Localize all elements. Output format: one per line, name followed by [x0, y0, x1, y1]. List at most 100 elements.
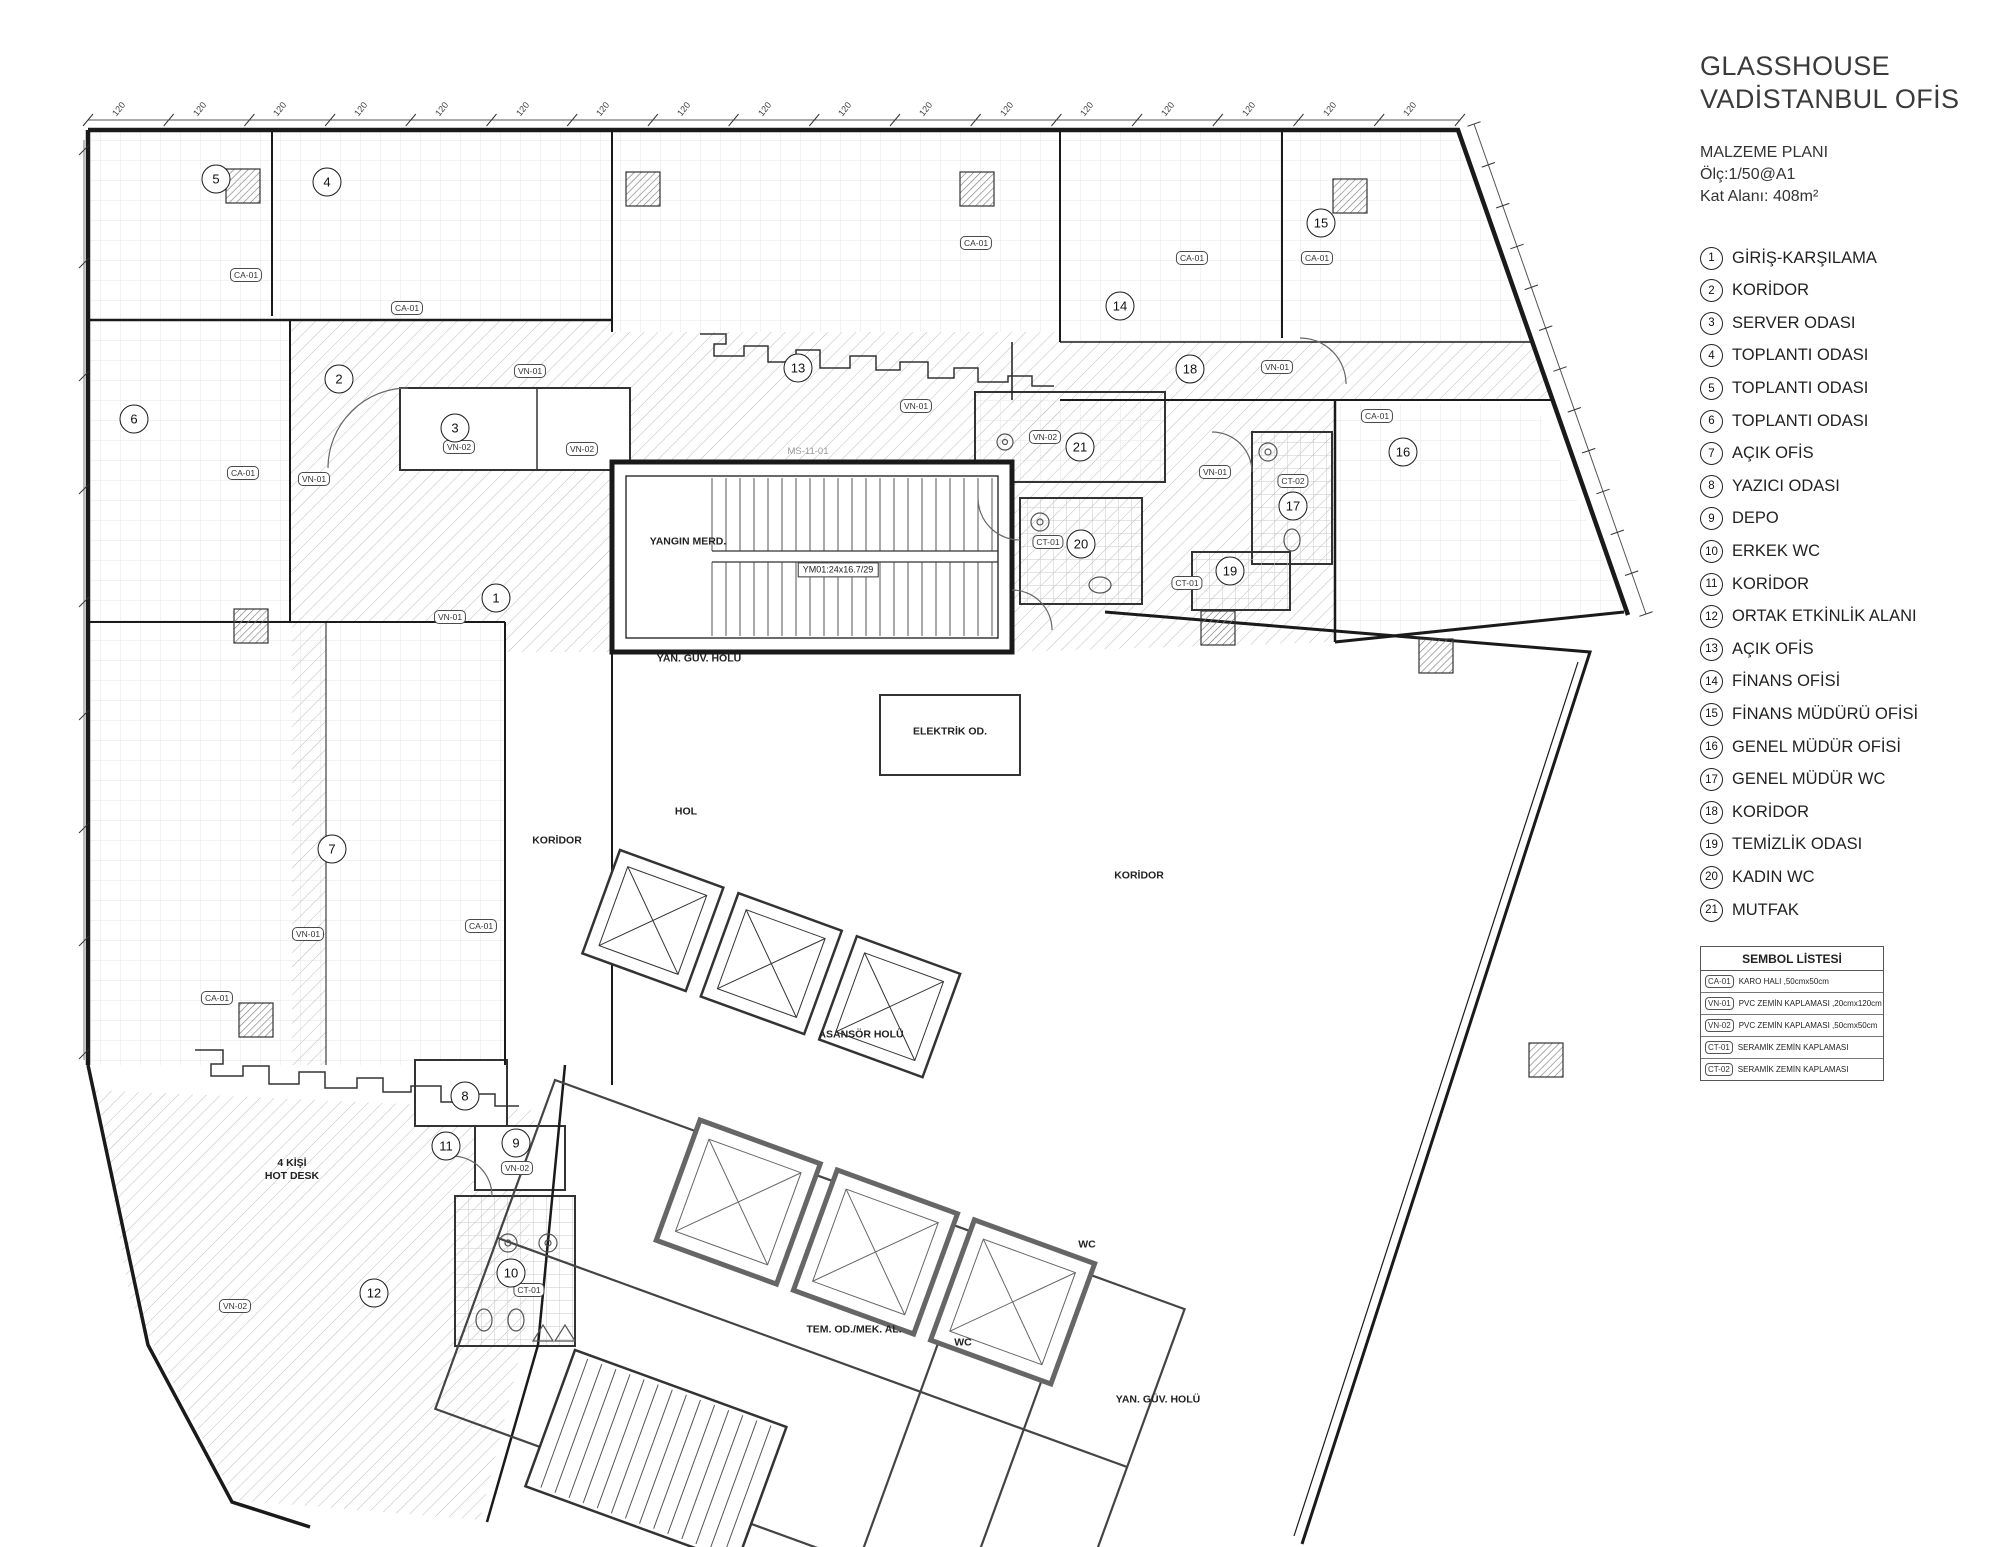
symbol-description: SERAMİK ZEMİN KAPLAMASI — [1737, 1043, 1849, 1053]
legend-item-21: 21 MUTFAK — [1700, 894, 1990, 927]
legend-item-3: 3 SERVER ODASI — [1700, 307, 1990, 340]
elevator-bank-upper — [580, 848, 962, 1079]
legend-item-number: 7 — [1700, 442, 1723, 466]
legend-item-12: 12 ORTAK ETKİNLİK ALANI — [1700, 600, 1990, 633]
legend-item-label: KADIN WC — [1732, 867, 1815, 886]
legend-item-label: TOPLANTI ODASI — [1732, 411, 1869, 430]
symbol-row-VN-01: VN-01 PVC ZEMİN KAPLAMASI ,20cmx120cm — [1701, 992, 1883, 1014]
legend-item-number: 10 — [1700, 540, 1723, 564]
legend-item-6: 6 TOPLANTI ODASI — [1700, 405, 1990, 438]
plan-scale: Ölç:1/50@A1 — [1700, 165, 1796, 183]
legend-item-1: 1 GİRİŞ-KARŞILAMA — [1700, 242, 1990, 275]
legend-item-number: 12 — [1700, 605, 1723, 629]
fire-stair-core — [609, 459, 1015, 655]
secondary-stair — [523, 1348, 789, 1547]
symbol-list-title: SEMBOL LİSTESİ — [1701, 947, 1883, 972]
left-dimension-ticks — [78, 144, 90, 1060]
legend-item-number: 14 — [1700, 670, 1723, 694]
legend-item-13: 13 AÇIK OFİS — [1700, 633, 1990, 666]
legend-item-label: AÇIK OFİS — [1732, 639, 1814, 658]
legend-item-number: 2 — [1700, 279, 1723, 303]
legend-item-label: FİNANS MÜDÜRÜ OFİSİ — [1732, 704, 1919, 723]
title-block-panel: GLASSHOUSE VADİSTANBUL OFİS MALZEME PLAN… — [1700, 50, 1990, 1082]
legend-item-18: 18 KORİDOR — [1700, 796, 1990, 829]
walls — [85, 127, 1631, 1545]
legend-item-label: GİRİŞ-KARŞILAMA — [1732, 248, 1877, 267]
symbol-code: CT-02 — [1705, 1063, 1733, 1077]
legend-item-label: SERVER ODASI — [1732, 313, 1856, 332]
sanitary-fixtures — [475, 433, 1301, 1342]
legend-item-20: 20 KADIN WC — [1700, 861, 1990, 894]
plan-name: MALZEME PLANI — [1700, 143, 1829, 161]
legend-item-label: GENEL MÜDÜR WC — [1732, 770, 1886, 789]
legend-item-8: 8 YAZICI ODASI — [1700, 470, 1990, 503]
legend-item-label: GENEL MÜDÜR OFİSİ — [1732, 737, 1901, 756]
legend-item-number: 18 — [1700, 800, 1723, 824]
legend-item-5: 5 TOPLANTI ODASI — [1700, 372, 1990, 405]
legend-item-number: 21 — [1700, 898, 1723, 922]
legend-item-14: 14 FİNANS OFİSİ — [1700, 666, 1990, 699]
legend-item-number: 3 — [1700, 311, 1723, 335]
diagonal-dimension-ticks — [1467, 121, 1653, 617]
symbol-description: PVC ZEMİN KAPLAMASI ,20cmx120cm — [1738, 999, 1882, 1009]
legend-item-label: FİNANS OFİSİ — [1732, 672, 1841, 691]
legend-item-label: KORİDOR — [1732, 574, 1810, 593]
legend-item-number: 15 — [1700, 702, 1723, 726]
legend-item-label: ORTAK ETKİNLİK ALANI — [1732, 607, 1917, 626]
stair-treads-lower — [540, 1358, 772, 1547]
symbol-row-CT-02: CT-02 SERAMİK ZEMİN KAPLAMASI — [1701, 1058, 1883, 1080]
legend-item-label: ERKEK WC — [1732, 542, 1821, 561]
symbol-code: VN-02 — [1705, 1019, 1734, 1033]
legend-item-15: 15 FİNANS MÜDÜRÜ OFİSİ — [1700, 698, 1990, 731]
symbol-row-VN-02: VN-02 PVC ZEMİN KAPLAMASI ,50cmx50cm — [1701, 1014, 1883, 1036]
legend-item-label: TOPLANTI ODASI — [1732, 346, 1869, 365]
legend-item-2: 2 KORİDOR — [1700, 274, 1990, 307]
symbol-description: PVC ZEMİN KAPLAMASI ,50cmx50cm — [1738, 1021, 1878, 1031]
elevator-bank-lower — [653, 1116, 1098, 1388]
structural-columns — [225, 168, 1564, 1078]
legend-item-label: AÇIK OFİS — [1732, 444, 1814, 463]
legend-item-label: YAZICI ODASI — [1732, 476, 1840, 495]
legend-item-number: 13 — [1700, 637, 1723, 661]
symbol-description: SERAMİK ZEMİN KAPLAMASI — [1737, 1065, 1849, 1075]
legend-item-number: 6 — [1700, 409, 1723, 433]
room-outlines — [399, 387, 1333, 1347]
legend-item-number: 1 — [1700, 246, 1723, 270]
legend-item-label: TEMİZLİK ODASI — [1732, 835, 1863, 854]
symbol-code: VN-01 — [1705, 997, 1734, 1011]
symbol-description: KARO HALI ,50cmx50cm — [1738, 977, 1829, 987]
project-title: GLASSHOUSE VADİSTANBUL OFİS — [1700, 50, 1990, 116]
project-title-line1: GLASSHOUSE — [1700, 51, 1891, 81]
legend-item-9: 9 DEPO — [1700, 503, 1990, 536]
legend-item-number: 20 — [1700, 865, 1723, 889]
top-dimension-ticks — [82, 113, 1466, 127]
symbol-row-CA-01: CA-01 KARO HALI ,50cmx50cm — [1701, 971, 1883, 992]
legend-item-number: 11 — [1700, 572, 1723, 596]
legend-item-11: 11 KORİDOR — [1700, 568, 1990, 601]
symbol-code: CA-01 — [1705, 975, 1734, 989]
legend-item-17: 17 GENEL MÜDÜR WC — [1700, 763, 1990, 796]
legend-item-label: MUTFAK — [1732, 900, 1799, 919]
legend-item-label: KORİDOR — [1732, 281, 1810, 300]
legend-item-number: 4 — [1700, 344, 1723, 368]
legend-item-number: 8 — [1700, 474, 1723, 498]
legend-item-number: 5 — [1700, 377, 1723, 401]
project-title-line2: VADİSTANBUL OFİS — [1700, 83, 1960, 114]
symbol-list: SEMBOL LİSTESİ CA-01 KARO HALI ,50cmx50cm… — [1700, 946, 1884, 1082]
legend-item-label: TOPLANTI ODASI — [1732, 379, 1869, 398]
legend-item-7: 7 AÇIK OFİS — [1700, 437, 1990, 470]
legend-item-10: 10 ERKEK WC — [1700, 535, 1990, 568]
legend-item-number: 17 — [1700, 768, 1723, 792]
plan-info: MALZEME PLANI Ölç:1/50@A1 Kat Alanı: 408… — [1700, 142, 1990, 208]
plan-area: Kat Alanı: 408m² — [1700, 187, 1819, 205]
symbol-row-CT-01: CT-01 SERAMİK ZEMİN KAPLAMASI — [1701, 1036, 1883, 1058]
symbol-code: CT-01 — [1705, 1041, 1733, 1055]
legend-item-label: DEPO — [1732, 509, 1779, 528]
legend-item-label: KORİDOR — [1732, 802, 1810, 821]
legend-item-number: 9 — [1700, 507, 1723, 531]
